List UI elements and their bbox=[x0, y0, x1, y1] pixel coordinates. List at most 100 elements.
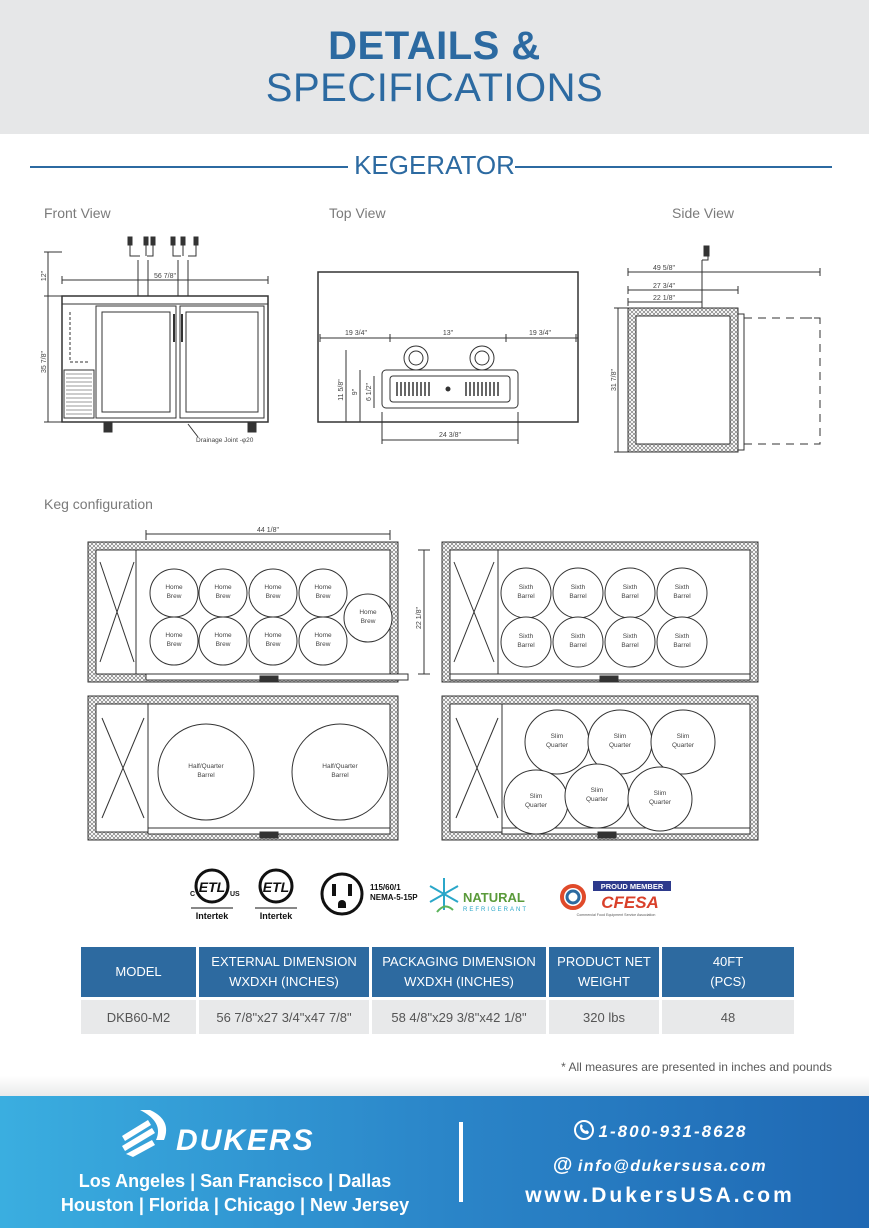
keg-label: Sixth bbox=[571, 633, 586, 640]
keg-circle bbox=[157, 723, 255, 821]
keg-circle bbox=[343, 593, 393, 643]
keg-label: Sixth bbox=[623, 633, 638, 640]
email-address[interactable]: info@dukersusa.com bbox=[577, 1158, 768, 1175]
keg-label: Quarter bbox=[546, 742, 569, 749]
phone-row: 1-800-931-8628 bbox=[490, 1120, 830, 1142]
keg-label: Sixth bbox=[571, 584, 586, 591]
cities-line-2: Houston | Florida | Chicago | New Jersey bbox=[60, 1195, 410, 1215]
keg-label: Brew bbox=[266, 593, 281, 600]
footer-divider bbox=[459, 1122, 463, 1202]
top-h3-dim: 6 1/2" bbox=[366, 382, 373, 401]
natural-text: NATURAL bbox=[463, 890, 525, 905]
phone-number[interactable]: 1-800-931-8628 bbox=[598, 1122, 748, 1141]
keg-label: Barrel bbox=[673, 642, 691, 649]
keg-label: Sixth bbox=[519, 584, 534, 591]
cell-weight: 320 lbs bbox=[549, 1000, 659, 1034]
dukers-logo: DUKERS bbox=[122, 1110, 315, 1157]
keg-label: Barrel bbox=[517, 642, 535, 649]
keg-label: Slim bbox=[530, 793, 543, 800]
front-body-height-dim: 35 7/8" bbox=[41, 351, 48, 373]
keg-label: Brew bbox=[316, 641, 331, 648]
drain-label: Drainage Joint -φ20 bbox=[196, 437, 254, 444]
keg-label: Brew bbox=[216, 641, 231, 648]
top-h2-dim: 9" bbox=[352, 388, 359, 395]
keg-circle bbox=[500, 616, 552, 668]
keg-label: Quarter bbox=[525, 802, 548, 809]
keg-label: Home bbox=[314, 632, 332, 639]
intertek-1: Intertek bbox=[196, 911, 230, 921]
keg-circle bbox=[656, 616, 708, 668]
side-view-label: Side View bbox=[672, 205, 735, 221]
keg-label: Barrel bbox=[569, 593, 587, 600]
keg-label: Home bbox=[214, 632, 232, 639]
page-title-line2: SPECIFICATIONS bbox=[265, 66, 604, 110]
etl-us: US bbox=[230, 891, 240, 898]
keg-label: Barrel bbox=[569, 642, 587, 649]
phone-icon bbox=[573, 1120, 594, 1140]
keg-circle bbox=[198, 616, 248, 666]
keg-label: Home bbox=[264, 584, 282, 591]
snowflake-icon bbox=[429, 878, 459, 913]
keg-circle bbox=[650, 709, 716, 775]
keg-label: Sixth bbox=[519, 633, 534, 640]
footer-fade bbox=[0, 1076, 869, 1096]
keg-circle bbox=[552, 616, 604, 668]
keg-label: Barrel bbox=[673, 593, 691, 600]
keg-label: Home bbox=[359, 609, 377, 616]
keg-config-drawing: HomeBrewHomeBrewHomeBrewHomeBrewHomeBrew… bbox=[87, 527, 759, 841]
cfesa-text: CFESA bbox=[601, 893, 659, 912]
front-width-dim: 56 7/8" bbox=[154, 273, 176, 280]
th-40ft: 40FT(PCS) bbox=[662, 947, 794, 997]
keg-label: Home bbox=[165, 632, 183, 639]
keg-label: Home bbox=[314, 584, 332, 591]
keg-label: Brew bbox=[316, 593, 331, 600]
keg-label: Quarter bbox=[609, 742, 632, 749]
keg-label: Brew bbox=[167, 641, 182, 648]
keg-label: Barrel bbox=[197, 772, 215, 779]
page-title-line1: DETAILS & bbox=[328, 24, 541, 68]
front-top-height-dim: 12" bbox=[41, 270, 48, 281]
keg-label: Barrel bbox=[517, 593, 535, 600]
keg-label: Quarter bbox=[586, 796, 609, 803]
keg-circle bbox=[149, 616, 199, 666]
keg-label: Slim bbox=[551, 733, 564, 740]
etl-logo-1: ETL C US Intertek bbox=[190, 868, 240, 921]
refrigerant-text: REFRIGERANT bbox=[463, 907, 528, 913]
website-link[interactable]: www.DukersUSA.com bbox=[525, 1184, 795, 1207]
keg-label: Home bbox=[214, 584, 232, 591]
keg-label: Barrel bbox=[621, 593, 639, 600]
keg-label: Half/Quarter bbox=[322, 763, 358, 770]
proud-member: PROUD MEMBER bbox=[601, 882, 664, 891]
keg-label: Sixth bbox=[623, 584, 638, 591]
svg-text:ETL: ETL bbox=[199, 879, 225, 895]
dukers-mark-icon bbox=[122, 1110, 167, 1157]
keg-label: Sixth bbox=[675, 633, 690, 640]
keg-label: Slim bbox=[654, 790, 667, 797]
top-view-drawing: 19 3/4" 13" 19 3/4" 11 5/8" 9" 6 1/2" 24… bbox=[317, 271, 579, 444]
th-model: MODEL bbox=[81, 947, 196, 997]
front-view-drawing: 56 7/8" 12" 35 7/8" Drainage Joint -φ20 bbox=[41, 236, 269, 444]
side-height-dim: 31 7/8" bbox=[611, 369, 618, 391]
certification-logos: ETL C US Intertek ETL Intertek 115/60/1 … bbox=[190, 868, 671, 921]
keg-circle bbox=[627, 766, 693, 832]
keg-config-label: Keg configuration bbox=[44, 496, 153, 512]
keg-circle bbox=[298, 616, 348, 666]
top-tray-dim: 24 3/8" bbox=[439, 432, 461, 439]
keg-label: Brew bbox=[167, 593, 182, 600]
keg-label: Sixth bbox=[675, 584, 690, 591]
header-band: DETAILS & SPECIFICATIONS bbox=[0, 0, 869, 134]
cell-40ft: 48 bbox=[662, 1000, 794, 1034]
plug-type: NEMA-5-15P bbox=[370, 893, 418, 902]
keg-label: Slim bbox=[614, 733, 627, 740]
keg-label: Half/Quarter bbox=[188, 763, 224, 770]
keg-label: Slim bbox=[677, 733, 690, 740]
email-icon: @ bbox=[552, 1154, 574, 1176]
keg-label: Brew bbox=[361, 618, 376, 625]
cell-packaging: 58 4/8"x29 3/8"x42 1/8" bbox=[372, 1000, 546, 1034]
dukers-wordmark: DUKERS bbox=[176, 1124, 315, 1157]
plug-rating: 115/60/1 bbox=[370, 883, 401, 892]
cell-external: 56 7/8"x27 3/4"x47 7/8" bbox=[199, 1000, 369, 1034]
